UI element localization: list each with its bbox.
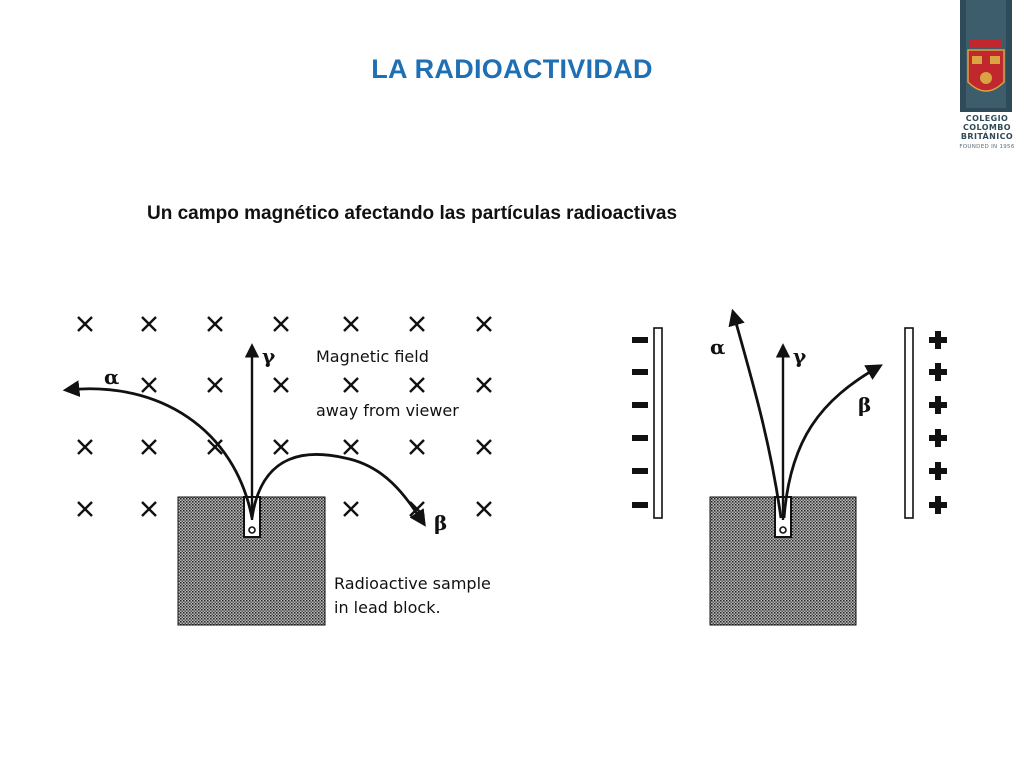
positive-sign: [929, 331, 947, 349]
negative-sign: [632, 337, 648, 343]
gamma-label-right: γ: [793, 344, 807, 368]
page-title: LA RADIOACTIVIDAD: [371, 54, 653, 84]
field-label-line-2: away from viewer: [316, 401, 459, 420]
sample-label-line-1: Radioactive sample: [334, 574, 491, 593]
negative-sign: [632, 402, 648, 408]
positive-sign: [929, 363, 947, 381]
school-logo: [960, 0, 1012, 112]
positive-sign: [929, 429, 947, 447]
negative-sign: [632, 435, 648, 441]
gamma-label: γ: [262, 344, 276, 368]
logo-line-2: COLOMBO: [963, 123, 1011, 132]
negative-sign: [632, 502, 648, 508]
sample-label-line-2: in lead block.: [334, 598, 441, 617]
field-crosses: [77, 316, 492, 517]
alpha-particle-path-right: [728, 308, 783, 519]
positive-signs: [929, 331, 947, 514]
positive-sign: [929, 396, 947, 414]
positive-sign: [929, 496, 947, 514]
beta-particle-path-right: [782, 364, 883, 519]
electric-field-diagram: α γ β: [632, 308, 947, 626]
logo-line-1: COLEGIO: [965, 114, 1009, 123]
alpha-label: α: [104, 365, 119, 389]
positive-plate: [904, 327, 914, 519]
magnetic-field-diagram: α γ β Magnetic field away from viewer Ra…: [62, 316, 492, 626]
radioactive-source-right: [779, 526, 787, 534]
field-label-line-1: Magnetic field: [316, 347, 429, 366]
negative-plate: [653, 327, 663, 519]
beta-label-right: β: [858, 393, 871, 417]
slide-subtitle: Un campo magnético afectando las partícu…: [147, 203, 678, 224]
beta-particle-path: [250, 453, 426, 527]
radioactive-source: [248, 526, 256, 534]
alpha-label-right: α: [710, 335, 725, 359]
alpha-particle-path: [62, 380, 254, 519]
beta-label: β: [434, 511, 447, 535]
positive-sign: [929, 462, 947, 480]
negative-signs: [632, 337, 648, 508]
negative-sign: [632, 369, 648, 375]
logo-line-3: BRITÁNICO: [960, 132, 1014, 141]
logo-founded: FOUNDED IN 1956: [959, 144, 1015, 150]
negative-sign: [632, 468, 648, 474]
